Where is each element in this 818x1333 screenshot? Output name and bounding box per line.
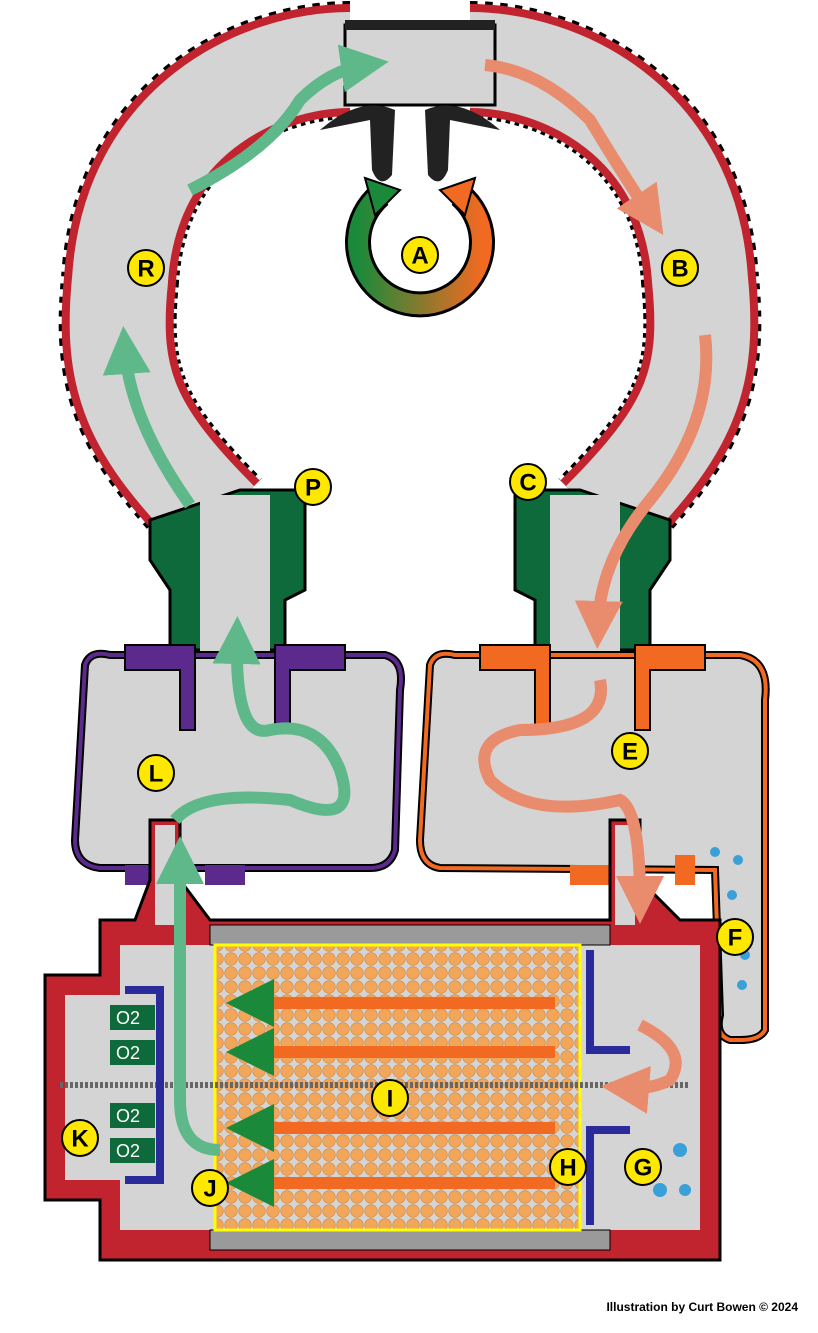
o2-sensor: O2 [110,1138,155,1163]
svg-text:I: I [387,1086,394,1113]
svg-text:G: G [634,1155,653,1182]
label-p: P [294,468,332,506]
label-r: R [127,249,165,287]
label-f: F [716,918,754,956]
label-c: C [509,463,547,501]
svg-text:O2: O2 [116,1106,140,1126]
inhale-flow-arrows [102,44,389,1156]
svg-text:C: C [519,470,536,497]
illustration-credit: Illustration by Curt Bowen © 2024 [606,1300,798,1314]
svg-text:P: P [305,475,321,502]
label-i: I [371,1079,409,1117]
svg-text:B: B [671,256,688,283]
label-a: A [401,236,439,274]
svg-text:R: R [137,256,154,283]
svg-text:K: K [71,1126,89,1153]
exhale-flow-arrows [478,59,713,1114]
label-b: B [661,249,699,287]
o2-sensor: O2 [110,1005,155,1030]
o2-sensor: O2 [110,1040,155,1065]
o2-sensor: O2 [110,1103,155,1128]
mouthpiece [320,20,500,182]
svg-text:O2: O2 [116,1141,140,1161]
svg-text:O2: O2 [116,1008,140,1028]
exhale-counterlung [415,644,770,1044]
label-l: L [137,754,175,792]
svg-text:H: H [559,1155,576,1182]
breathing-cycle-arrow [345,176,495,318]
svg-text:A: A [411,243,428,270]
label-j: J [191,1169,229,1207]
svg-text:O2: O2 [116,1043,140,1063]
svg-text:L: L [149,761,164,788]
svg-text:F: F [728,925,743,952]
exhale-hose-right [468,1,762,562]
svg-text:J: J [203,1176,216,1203]
label-g: G [624,1148,662,1186]
scrubber-flow-arrows [226,979,555,1207]
label-e: E [611,732,649,770]
label-k: K [61,1119,99,1157]
label-h: H [549,1148,587,1186]
connector-p [148,488,307,655]
svg-text:E: E [622,739,638,766]
connector-c [513,488,672,655]
